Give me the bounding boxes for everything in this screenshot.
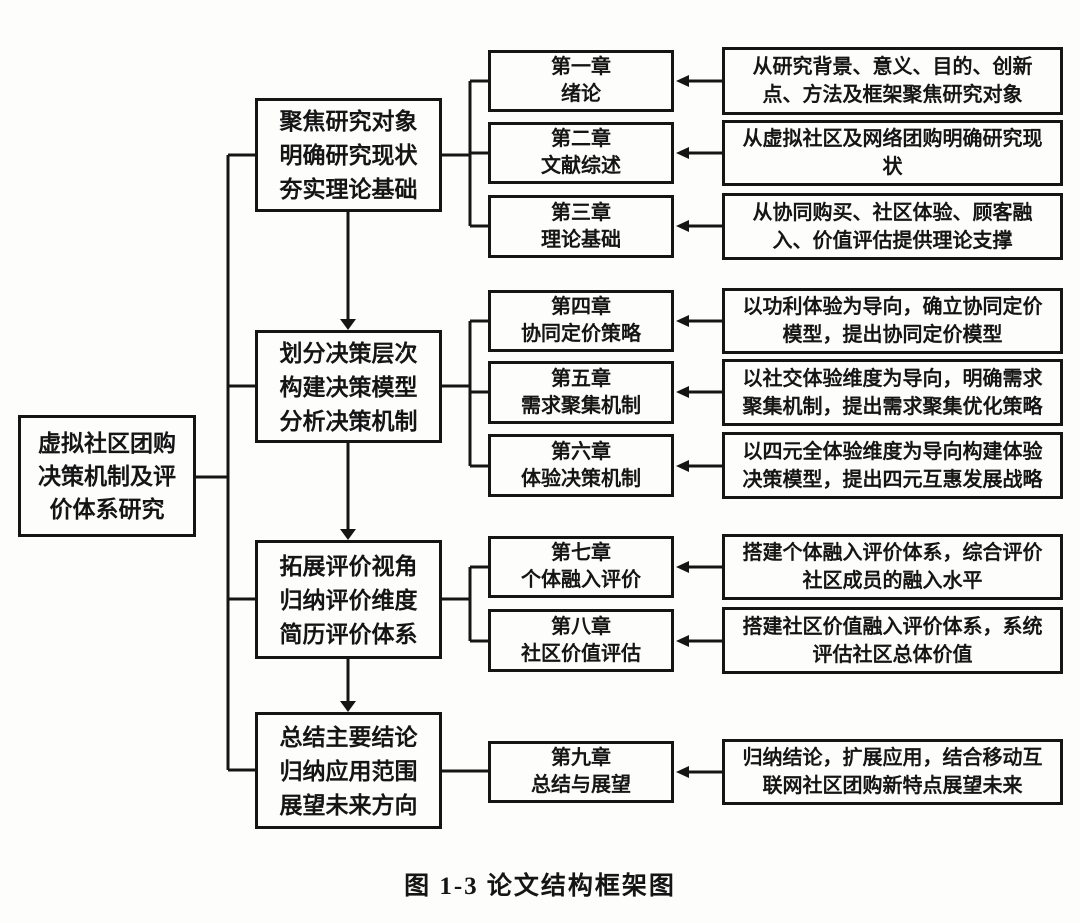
figure-caption: 图 1-3 论文结构框架图 [404,873,676,900]
bracket-phase1-chapters [442,79,488,228]
chapter-box-3: 第三章 理论基础 [488,195,674,258]
phase-box-2: 划分决策层次 构建决策模型 分析决策机制 [255,330,442,443]
chapter-box-6: 第六章 体验决策机制 [488,434,674,497]
description-box-2: 从虚拟社区及网络团购明确研究现 状 [722,120,1063,186]
chapter-box-2: 第二章 文献综述 [488,122,674,184]
phase-box-3: 拓展评价视角 归纳评价维度 简历评价体系 [255,540,442,659]
chapter-box-9: 第九章 总结与展望 [488,741,674,803]
desc-to-chapter-arrows [676,75,722,778]
root-topic-box: 虚拟社区团购 决策机制及评 价体系研究 [18,415,196,537]
chapter-box-4: 第四章 协同定价策略 [488,290,674,352]
down-arrow-phase1-phase2 [340,212,356,330]
description-box-5: 以社交体验维度为导向，明确需求 聚集机制，提出需求聚集优化策略 [722,359,1063,426]
bracket-phase3-chapters [442,565,488,643]
description-box-9: 归纳结论，扩展应用，结合移动互 联网社区团购新特点展望未来 [722,739,1063,805]
description-box-3: 从协同购买、社区体验、顾客融 入、价值评估提供理论支撑 [722,193,1063,260]
bracket-phase2-chapters [442,319,488,468]
phase-box-1: 聚焦研究对象 明确研究现状 夯实理论基础 [255,98,442,212]
description-box-7: 搭建个体融入评价体系，综合评价 社区成员的融入水平 [722,534,1063,600]
chapter-box-7: 第七章 个体融入评价 [488,536,674,598]
description-box-4: 以功利体验为导向，确立协同定价 模型，提出协同定价模型 [722,288,1063,354]
chapter-box-5: 第五章 需求聚集机制 [488,361,674,424]
description-box-1: 从研究背景、意义、目的、创新 点、方法及框架聚焦研究对象 [722,47,1063,115]
root-trunk-connector [196,153,255,772]
chapter-box-8: 第八章 社区价值评估 [488,609,674,672]
description-box-8: 搭建社区价值融入评价体系，系统 评估社区总体价值 [722,607,1063,674]
down-arrow-phase3-phase4 [340,659,356,712]
phase-box-4: 总结主要结论 归纳应用范围 展望未来方向 [255,712,442,829]
description-box-6: 以四元全体验维度为导向构建体验 决策模型，提出四元互惠发展战略 [722,432,1063,499]
chapter-box-1: 第一章 绪论 [488,50,674,112]
down-arrow-phase2-phase3 [340,443,356,540]
